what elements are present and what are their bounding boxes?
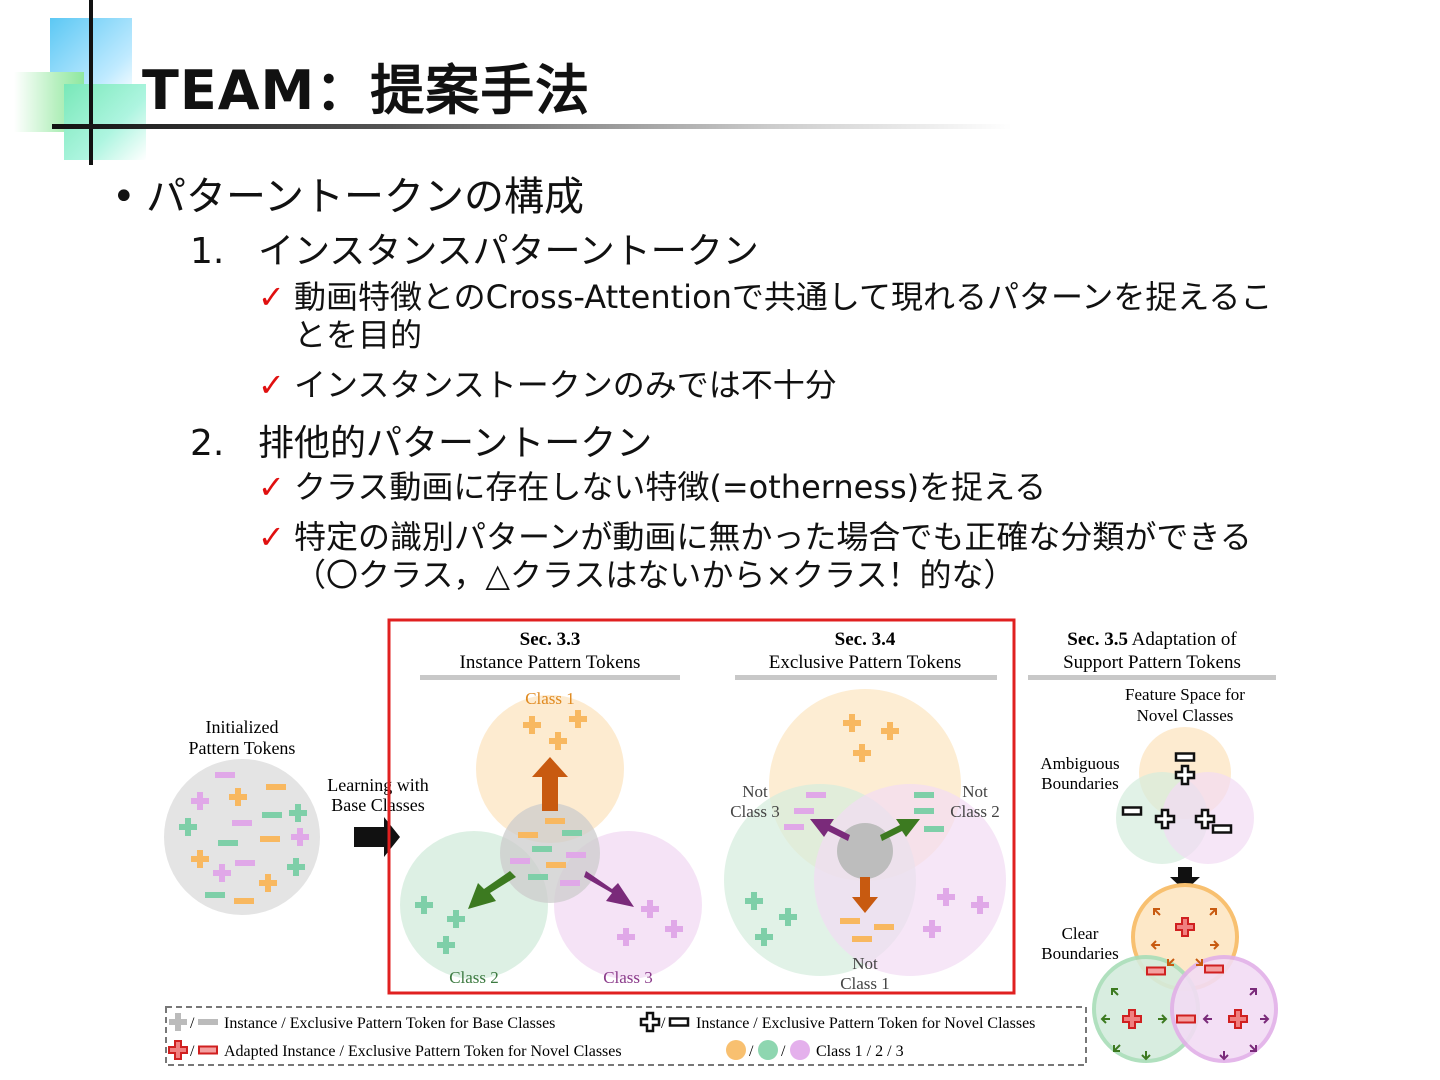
feature-space-line1: Feature Space for [1125, 685, 1245, 704]
feature-space-line2: Novel Classes [1137, 706, 1234, 725]
check-icon: ✓ [258, 278, 285, 316]
legend-class3-swatch [790, 1040, 810, 1060]
sec35-title: Support Pattern Tokens [1063, 652, 1241, 673]
check-point-text: 特定の識別パターンが動画に無かった場合でも正確な分類ができる（〇クラス，△クラス… [294, 518, 1252, 594]
check-point: ✓クラス動画に存在しない特徴(=otherness)を捉える [258, 468, 1318, 506]
class2-label: Class 2 [449, 968, 499, 987]
slide-title: TEAM：提案手法 [142, 59, 591, 122]
team-method-figure: Initialized Pattern Tokens Learning with… [164, 618, 1278, 1066]
class3-label: Class 3 [603, 968, 653, 987]
clear-class3-arrows [1202, 988, 1270, 1061]
adaptation-arrow [1170, 867, 1200, 891]
not-class3-label-not: Not [742, 782, 768, 801]
legend-adapted-minus-icon [198, 1045, 218, 1055]
legend-base-minus-icon [198, 1019, 218, 1025]
title-underline [52, 124, 1012, 129]
list-label: 排他的パターントークン [258, 423, 653, 464]
not-class1-label: Class 1 [840, 974, 890, 993]
legend-slash: / [749, 1043, 754, 1060]
sec34-rule [735, 675, 997, 680]
list-label: インスタンスパターントークン [258, 231, 759, 272]
legend-classes-label: Class 1 / 2 / 3 [816, 1043, 904, 1060]
legend-novel-plus-icon [639, 1011, 661, 1033]
sec35-rule [1028, 675, 1276, 680]
not-class3-label: Class 3 [730, 802, 780, 821]
legend-base-plus-icon [169, 1013, 187, 1031]
arrow-not-class3 [810, 819, 850, 841]
instance-token-cluster [500, 803, 600, 903]
check-point-text: クラス動画に存在しない特徴(=otherness)を捉える [294, 468, 1047, 506]
list-item-1: 1. インスタンスパターントークン [190, 222, 759, 274]
class1-label: Class 1 [525, 689, 575, 708]
list-number: 2. [190, 423, 225, 464]
ambiguous-label-line1: Ambiguous [1040, 754, 1119, 773]
check-point-text: 動画特徴とのCross-Attentionで共通して現れるパターンを捉えることを… [294, 278, 1273, 354]
sec33-rule [420, 675, 680, 680]
sec33-heading: Sec. 3.3 [520, 629, 581, 650]
bullet-dot: • [112, 174, 136, 220]
legend-box [165, 1006, 1087, 1066]
legend-slash: / [781, 1043, 786, 1060]
init-label-line1: Initialized [206, 717, 279, 737]
list-item-2: 2. 排他的パターントークン [190, 414, 652, 466]
not-class2-label-not: Not [962, 782, 988, 801]
main-bullet: •パターントークンの構成 [112, 164, 584, 222]
legend-base-label: Instance / Exclusive Pattern Token for B… [224, 1015, 555, 1032]
legend-adapted-plus-icon [168, 1040, 188, 1060]
clear-label-line2: Boundaries [1041, 944, 1118, 963]
clear-class2-arrows [1100, 988, 1168, 1061]
check-icon: ✓ [258, 518, 285, 556]
arrow-to-class1 [532, 757, 568, 811]
highlight-box [387, 618, 1016, 995]
legend-slash: / [661, 1015, 666, 1032]
check-icon: ✓ [258, 468, 285, 506]
init-label-line2: Pattern Tokens [189, 738, 296, 758]
arrow-to-class2 [468, 871, 516, 909]
check-point: ✓インスタンストークンのみでは不十分 [258, 366, 1318, 404]
legend-class1-swatch [726, 1040, 746, 1060]
not-class2-label: Class 2 [950, 802, 1000, 821]
learning-arrow [354, 817, 400, 857]
list-number: 1. [190, 231, 225, 272]
ambiguous-label-line2: Boundaries [1041, 774, 1118, 793]
legend-novel-minus-icon [668, 1017, 690, 1027]
sec34-heading: Sec. 3.4 [835, 629, 896, 650]
sec34-title: Exclusive Pattern Tokens [769, 652, 962, 673]
check-point-text: インスタンストークンのみでは不十分 [294, 366, 837, 404]
learning-label-line1: Learning with [327, 775, 428, 795]
check-point: ✓動画特徴とのCross-Attentionで共通して現れるパターンを捉えること… [258, 278, 1318, 354]
learning-label-line2: Base Classes [331, 795, 425, 815]
clear-label-line1: Clear [1062, 924, 1099, 943]
not-class1-label-not: Not [852, 954, 878, 973]
title-vertical-rule [89, 0, 93, 165]
legend-slash: / [190, 1015, 195, 1032]
clear-class3 [1170, 955, 1278, 1063]
arrow-not-class1 [852, 877, 878, 913]
decor-square-teal [64, 84, 146, 160]
legend-slash: / [190, 1043, 195, 1060]
legend-adapted-label: Adapted Instance / Exclusive Pattern Tok… [224, 1043, 622, 1060]
legend-class2-swatch [758, 1040, 778, 1060]
check-point: ✓特定の識別パターンが動画に無かった場合でも正確な分類ができる（〇クラス，△クラ… [258, 518, 1318, 594]
exclusive-token-center [837, 823, 893, 879]
arrow-to-class3 [584, 871, 634, 907]
sec35-heading: Sec. 3.5 Adaptation of [1067, 629, 1237, 650]
legend-novel-label: Instance / Exclusive Pattern Token for N… [696, 1015, 1035, 1032]
sec33-title: Instance Pattern Tokens [460, 652, 641, 673]
arrow-not-class2 [880, 819, 920, 841]
sec35-heading-rest: Adaptation of [1128, 629, 1237, 650]
main-bullet-text: パターントークンの構成 [146, 174, 584, 220]
clear-class1-arrows [1150, 908, 1220, 966]
sec35-heading-bold: Sec. 3.5 [1067, 629, 1128, 650]
check-icon: ✓ [258, 366, 285, 404]
